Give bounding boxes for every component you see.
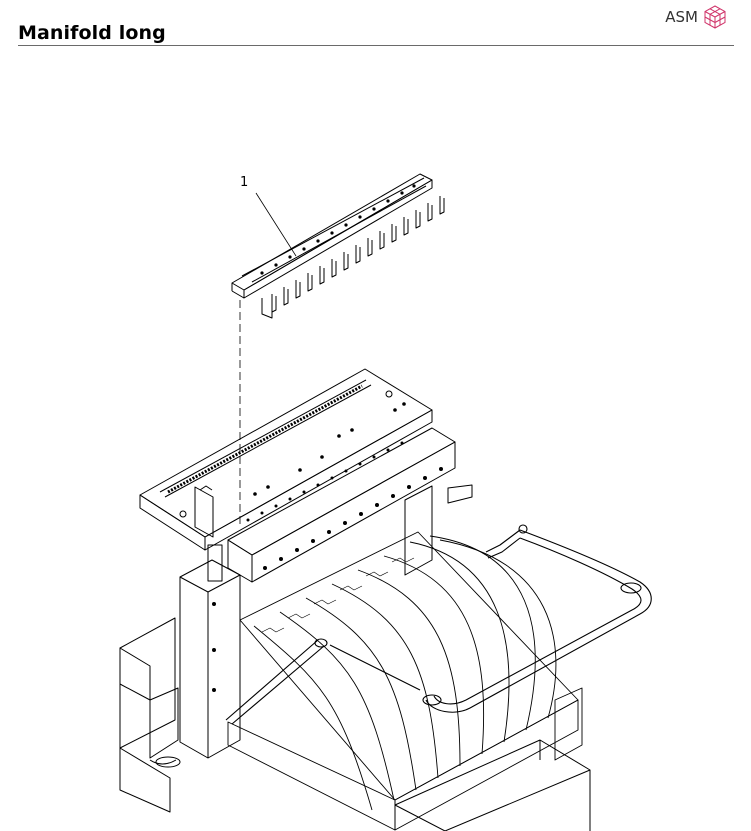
feeder-table-top <box>139 368 433 551</box>
callout-1: 1 <box>240 175 248 190</box>
cart-frame <box>119 485 433 813</box>
brand-logo: ASM <box>665 5 726 29</box>
feeder-slot-guides <box>227 531 583 831</box>
brand-name: ASM <box>665 8 698 26</box>
cart-base <box>394 739 591 831</box>
page-title: Manifold long <box>18 22 166 44</box>
asm-cube-logo-icon <box>704 5 726 29</box>
cart-handle <box>225 524 652 725</box>
manifold-block <box>227 427 473 583</box>
title-divider <box>18 45 734 46</box>
manifold-rail-part <box>231 173 445 319</box>
